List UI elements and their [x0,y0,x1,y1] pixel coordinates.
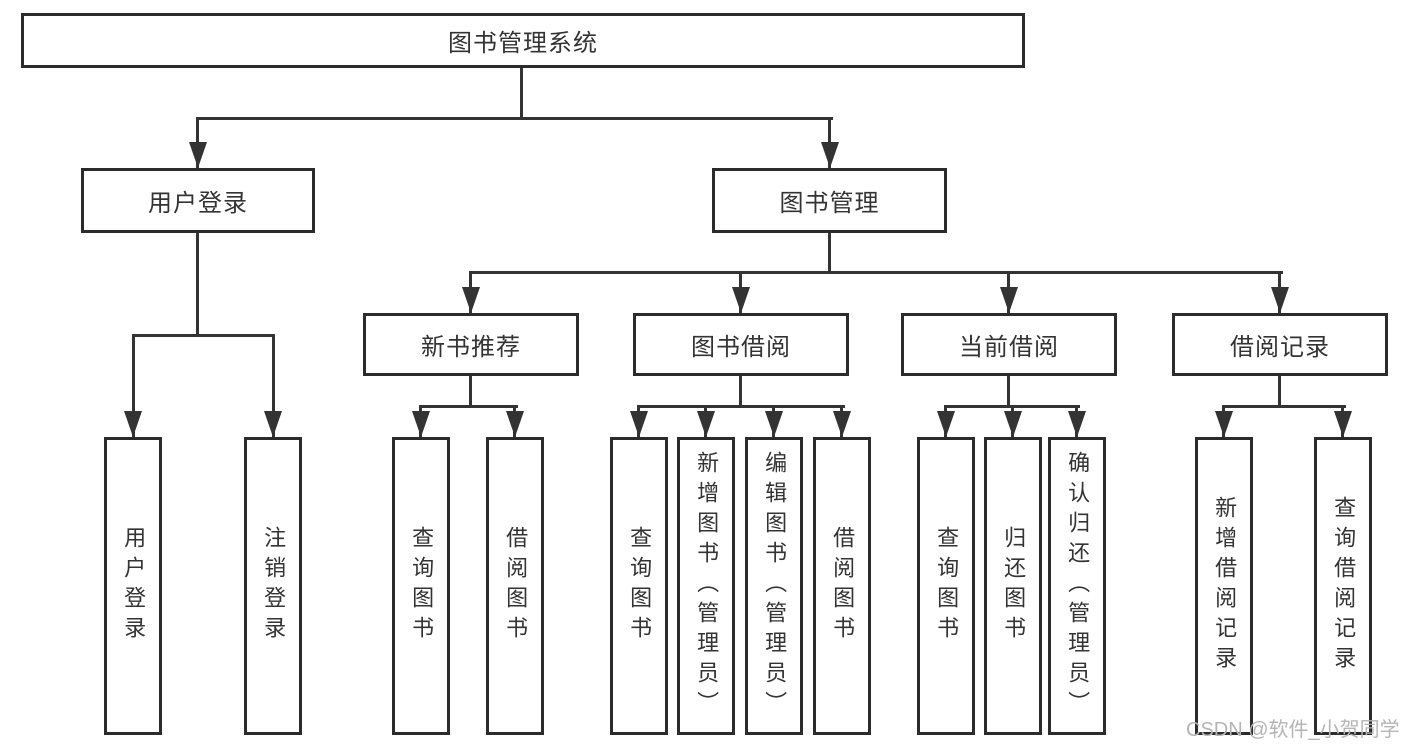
node-root-label: 图书管理系统 [448,30,598,57]
connector-root-hline [196,117,833,120]
leaf-query-books-1-label: 查询图书 [409,526,435,646]
connector-group-stub [739,376,742,408]
arrowhead-icon [821,142,839,168]
arrowhead-icon [264,411,282,437]
arrowhead-icon [1004,411,1022,437]
connector-group-hline [637,405,845,408]
arrowhead-icon [462,287,480,313]
node-user-login: 用户登录 [81,168,315,233]
arrowhead-icon [506,411,524,437]
leaf-query-books-3: 查询图书 [917,437,975,735]
leaf-query-books-3-label: 查询图书 [934,526,960,646]
arrowhead-icon [833,411,851,437]
leaf-add-books-admin: 新增图书（管理员） [677,437,735,735]
node-current-borrowing: 当前借阅 [901,313,1117,376]
leaf-query-borrow-record: 查询借阅记录 [1314,437,1372,735]
leaf-user-login-label: 用户登录 [121,526,147,646]
node-borrowing-records: 借阅记录 [1172,313,1388,376]
arrowhead-icon [1068,411,1086,437]
connector-group-hline [1222,405,1346,408]
node-new-book-recommendation: 新书推荐 [363,313,579,376]
leaf-borrow-books-2: 借阅图书 [813,437,871,735]
leaf-borrow-books-1: 借阅图书 [486,437,544,735]
arrowhead-icon [412,411,430,437]
arrowhead-icon [1000,287,1018,313]
node-book-borrowing: 图书借阅 [633,313,849,376]
leaf-add-borrow-record: 新增借阅记录 [1195,437,1253,735]
leaf-add-books-admin-label: 新增图书（管理员） [694,451,720,721]
connector-group-stub [1007,376,1010,408]
leaf-return-books-label: 归还图书 [1001,526,1027,646]
connector-leaf-line [272,334,275,437]
leaf-edit-books-admin: 编辑图书（管理员） [745,437,803,735]
connector-book-mgmt-stub [828,233,831,274]
leaf-user-login: 用户登录 [104,437,162,735]
connector-user-login-stub [196,232,199,337]
leaf-query-books-2-label: 查询图书 [627,526,653,646]
arrowhead-icon [1215,411,1233,437]
node-root: 图书管理系统 [21,13,1025,68]
node-user-login-label: 用户登录 [148,190,248,217]
leaf-logout: 注销登录 [244,437,302,735]
arrowhead-icon [1271,287,1289,313]
arrowhead-icon [732,287,750,313]
connector-group-hline [419,405,518,408]
arrowhead-icon [124,411,142,437]
leaf-return-books: 归还图书 [984,437,1042,735]
arrowhead-icon [697,411,715,437]
arrowhead-icon [765,411,783,437]
leaf-add-borrow-record-label: 新增借阅记录 [1212,496,1238,676]
leaf-query-books-2: 查询图书 [610,437,668,735]
leaf-borrow-books-1-label: 借阅图书 [503,526,529,646]
leaf-edit-books-admin-label: 编辑图书（管理员） [762,451,788,721]
leaf-logout-label: 注销登录 [261,526,287,646]
connector-root-stub [520,68,523,120]
connector-user-login-hline [132,334,275,337]
node-current-borrowing-label: 当前借阅 [959,334,1059,361]
leaf-confirm-return-admin: 确认归还（管理员） [1048,437,1106,735]
connector-book-mgmt-hline [469,271,1283,274]
connector-group-stub [469,376,472,408]
leaf-borrow-books-2-label: 借阅图书 [830,526,856,646]
arrowhead-icon [189,142,207,168]
node-new-book-recommendation-label: 新书推荐 [421,334,521,361]
node-borrowing-records-label: 借阅记录 [1230,334,1330,361]
arrowhead-icon [630,411,648,437]
node-book-management: 图书管理 [712,168,947,233]
node-book-management-label: 图书管理 [779,190,880,217]
leaf-confirm-return-admin-label: 确认归还（管理员） [1065,451,1091,721]
connector-group-stub [1278,376,1281,408]
leaf-query-borrow-record-label: 查询借阅记录 [1331,496,1357,676]
connector-leaf-line [132,334,135,437]
node-book-borrowing-label: 图书借阅 [691,334,791,361]
leaf-query-books-1: 查询图书 [392,437,450,735]
arrowhead-icon [937,411,955,437]
csdn-watermark: CSDN @软件_小贺同学 [1186,719,1400,741]
arrowhead-icon [1334,411,1352,437]
